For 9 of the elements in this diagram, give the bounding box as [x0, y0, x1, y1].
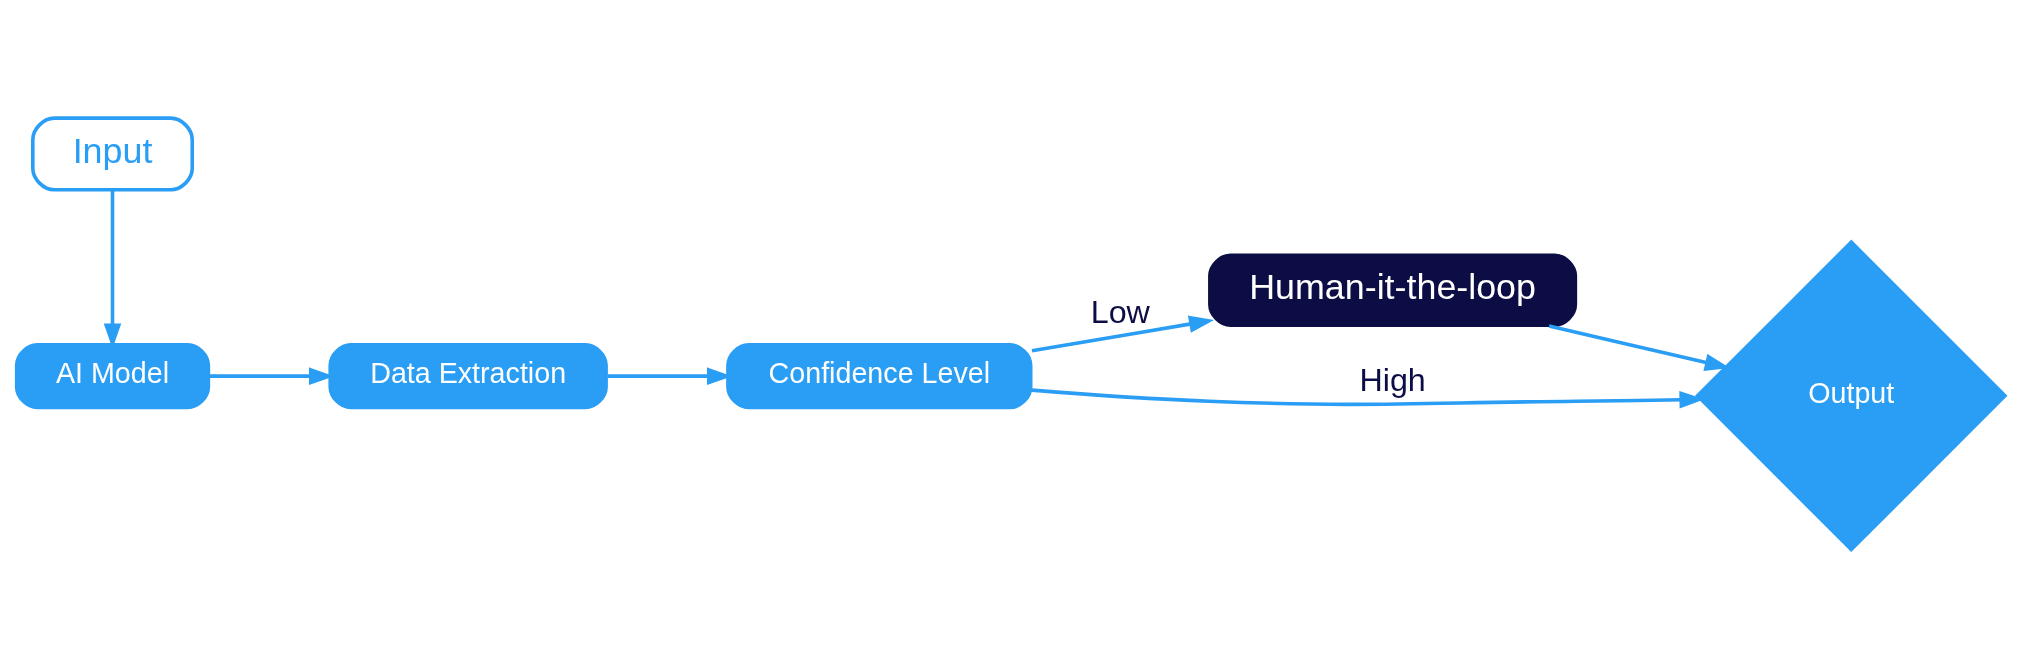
- node-box: Human-it-the-loop: [1208, 253, 1578, 327]
- edge-label: Low: [1090, 294, 1150, 331]
- arrow: [1031, 315, 1215, 353]
- node-diamond: Output: [1695, 239, 2008, 553]
- edge-label: High: [1359, 362, 1426, 399]
- node-box: Confidence Level: [726, 343, 1033, 410]
- node-box: Input: [31, 116, 195, 192]
- node-box: Data Extraction: [328, 343, 608, 410]
- node-box: AI Model: [14, 343, 211, 410]
